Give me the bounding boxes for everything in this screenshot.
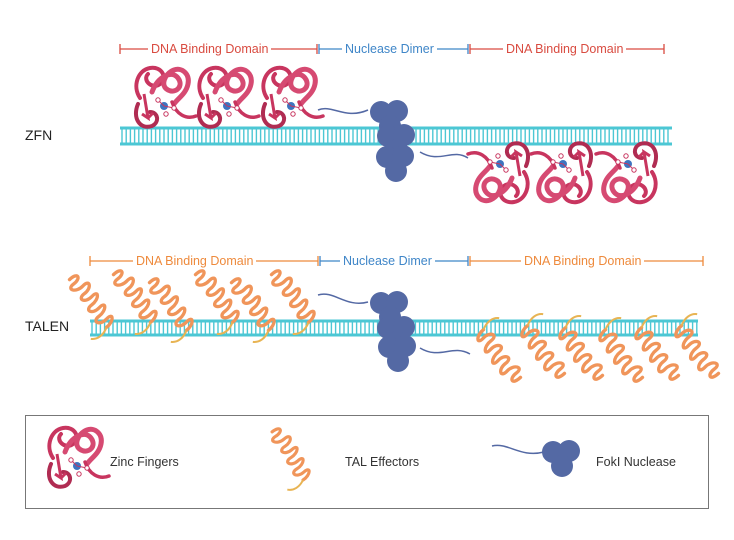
zfn-right-zinc-finger-2 [531,143,591,202]
talen-row-label: TALEN [25,318,70,334]
legend-box [25,415,709,509]
talen-nuclease-dimer-label: Nuclease Dimer [340,254,435,268]
zfn-dna-base-pairs [121,128,669,144]
zfn-left-zinc-finger-1 [136,68,196,127]
talen-dna-base-pairs [91,321,698,335]
zfn-lower-fokl-nuclease [376,145,414,182]
legend-fokl-nuclease-label: FokI Nuclease [596,455,676,469]
talen-right-domain-label: DNA Binding Domain [521,254,645,268]
zfn-left-zinc-finger-2 [199,68,259,127]
zfn-row-label: ZFN [25,127,53,143]
zfn-right-domain-label: DNA Binding Domain [503,42,627,56]
legend-tal-effectors-label: TAL Effectors [345,455,420,469]
talen-lower-fokl-nuclease [378,335,416,372]
legend-zinc-fingers-label: Zinc Fingers [110,455,179,469]
talen-lower-linker [419,347,471,355]
zfn-upper-linker [317,107,369,115]
zfn-lower-linker [419,151,469,159]
zfn-right-zinc-finger-1 [468,143,528,202]
zfn-left-domain-label: DNA Binding Domain [148,42,272,56]
talen-left-domain-label: DNA Binding Domain [133,254,257,268]
zfn-nuclease-dimer-label: Nuclease Dimer [342,42,437,56]
talen-upper-linker [317,293,369,304]
zfn-left-zinc-finger-3 [263,68,323,127]
zfn-right-zinc-finger-3 [596,143,656,202]
fokl-nuclease-icon-linker [491,444,545,455]
